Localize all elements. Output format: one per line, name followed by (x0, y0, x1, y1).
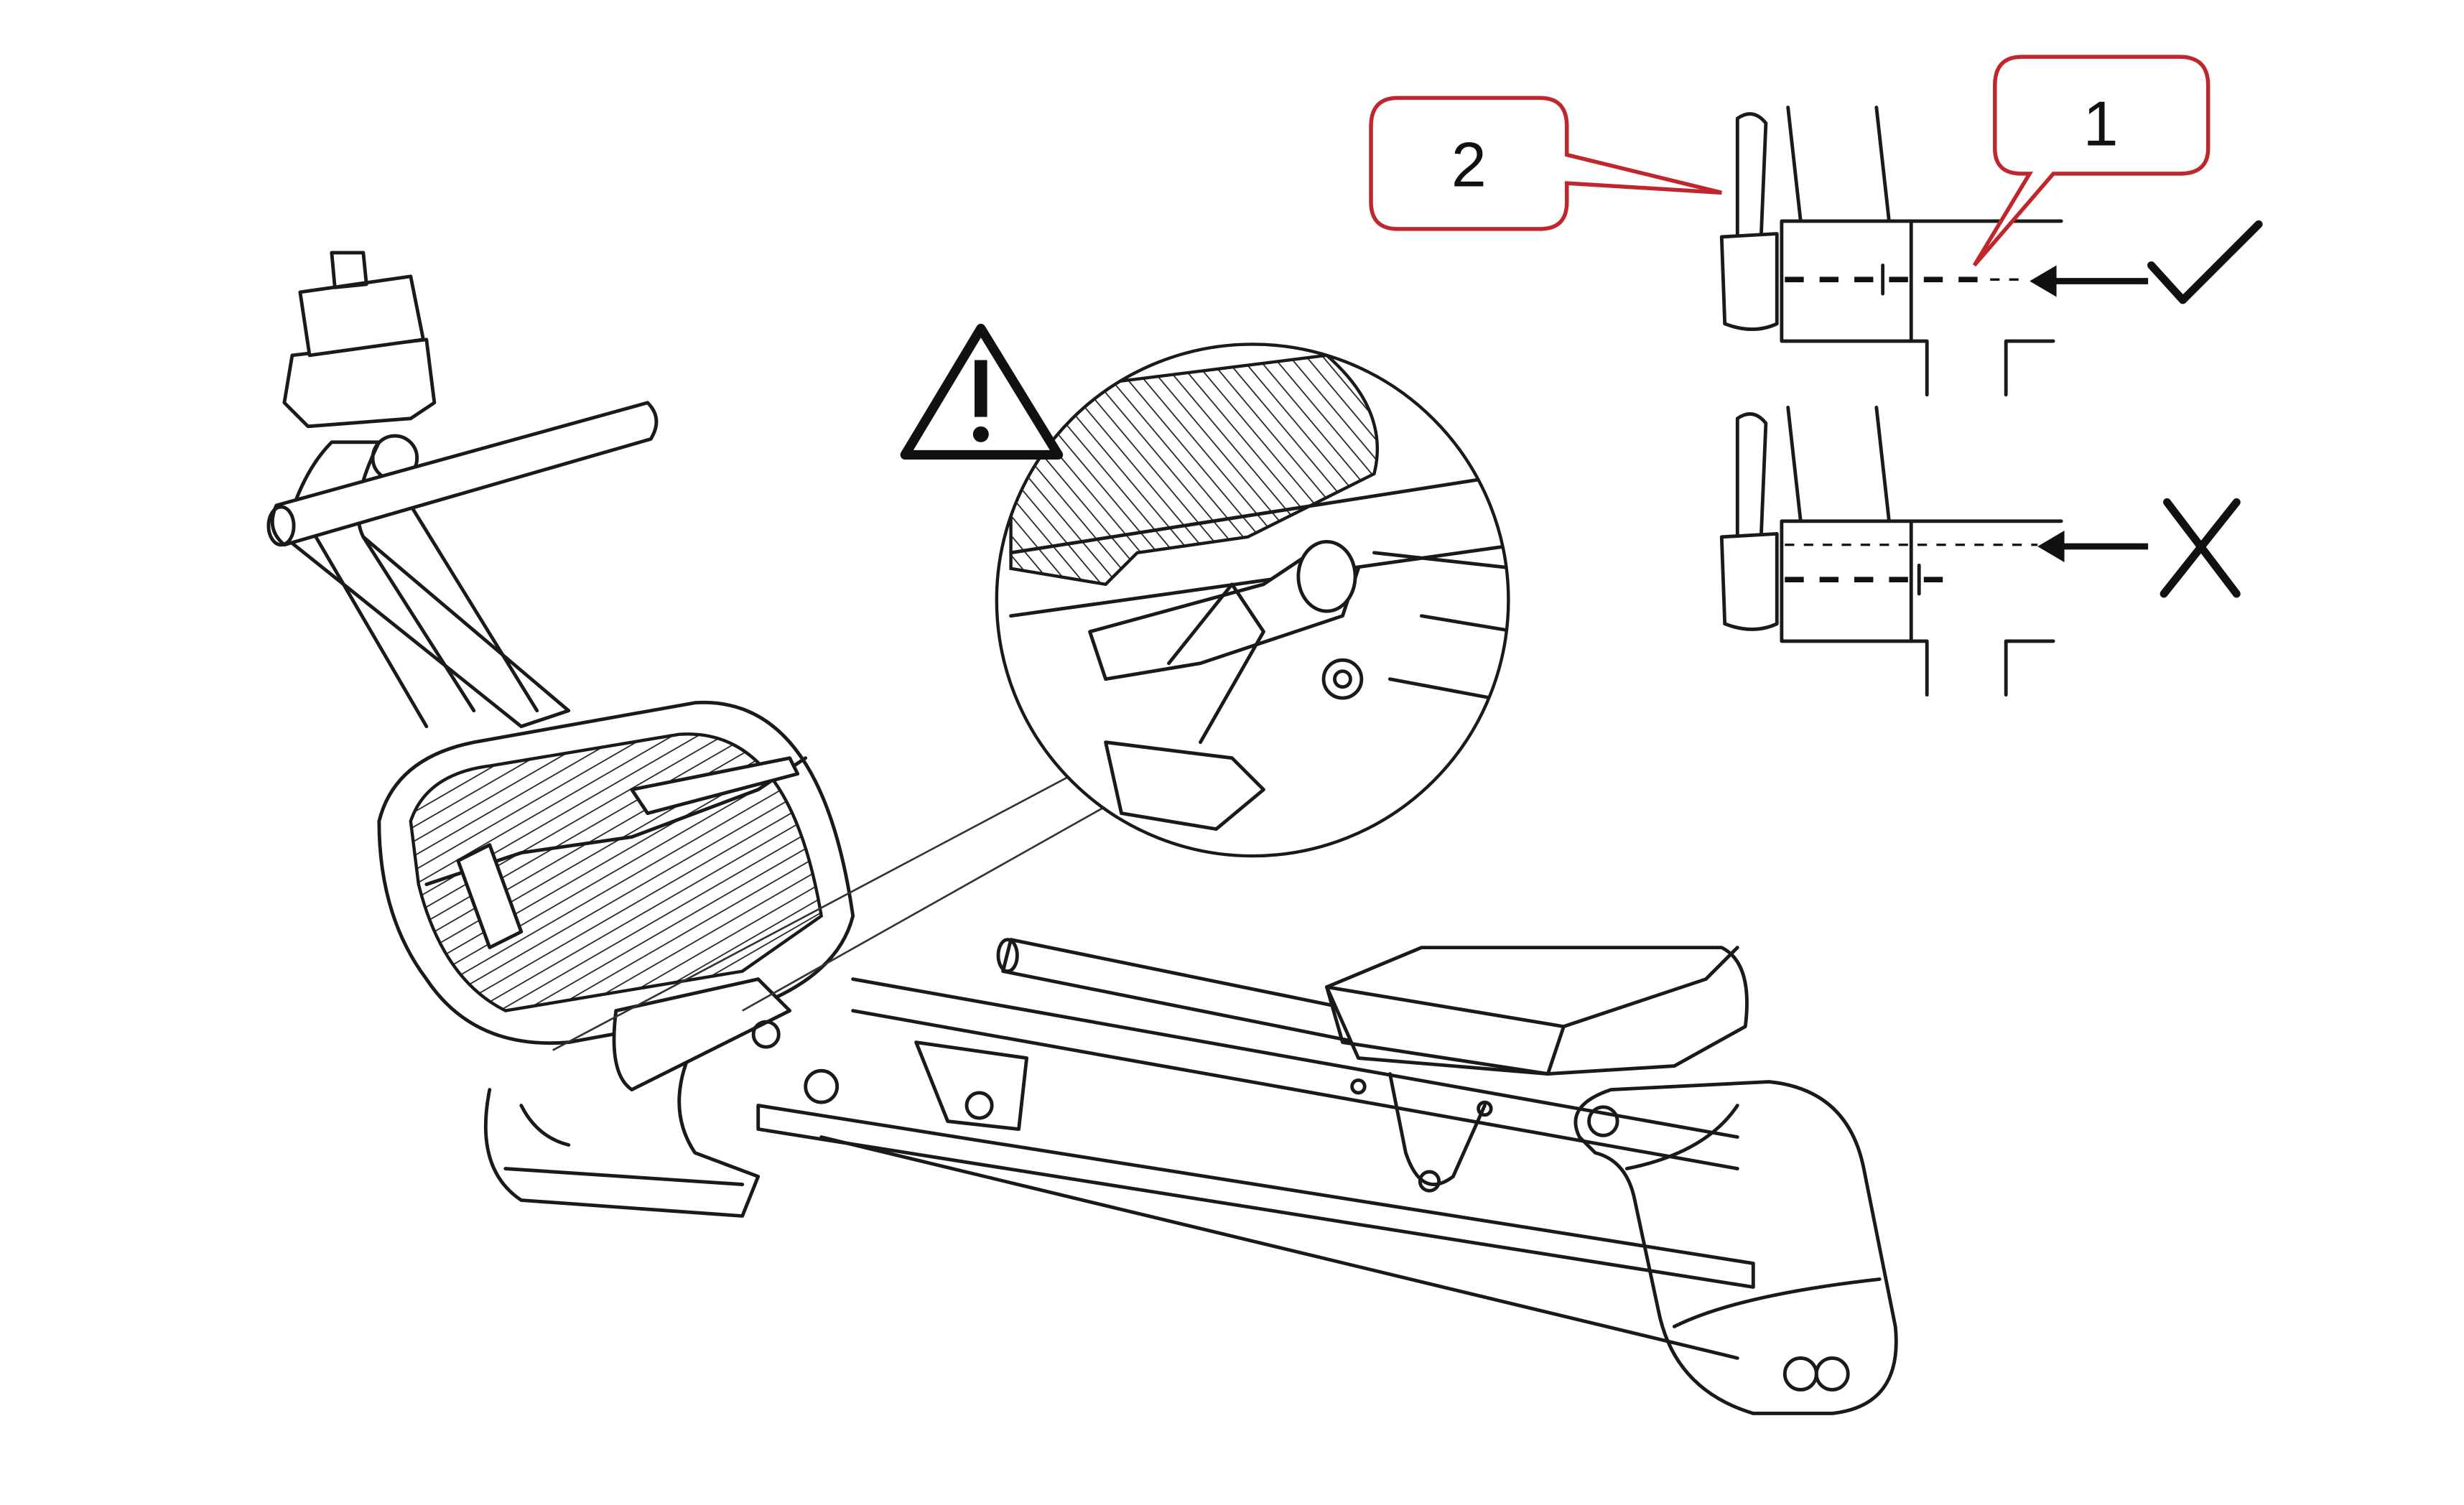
magnified-detail (995, 343, 1510, 858)
seat-carriage (914, 1040, 1029, 1131)
check-icon (2147, 220, 2263, 304)
cross-icon (2160, 498, 2241, 598)
console-arm (282, 251, 571, 729)
front-stabilizer (483, 1040, 761, 1218)
rear-stabilizer (1573, 1080, 1898, 1415)
detail-incorrect (1719, 406, 2149, 697)
callout-1-label: 1 (2083, 88, 2119, 159)
magnifier-leader (742, 796, 1122, 1012)
callout-2-label: 2 (1451, 129, 1487, 200)
seat (377, 700, 855, 1104)
callout-1: 1 (1972, 55, 2210, 267)
warning-icon (900, 323, 1064, 460)
detail-correct (1719, 106, 2149, 397)
magnifier-leader (552, 773, 1075, 1051)
handlebar (266, 401, 659, 547)
foot-rest (1325, 946, 1749, 1193)
cross-tube (996, 938, 1360, 1045)
main-rail (756, 977, 1755, 1360)
callout-2: 2 (1369, 95, 1722, 231)
